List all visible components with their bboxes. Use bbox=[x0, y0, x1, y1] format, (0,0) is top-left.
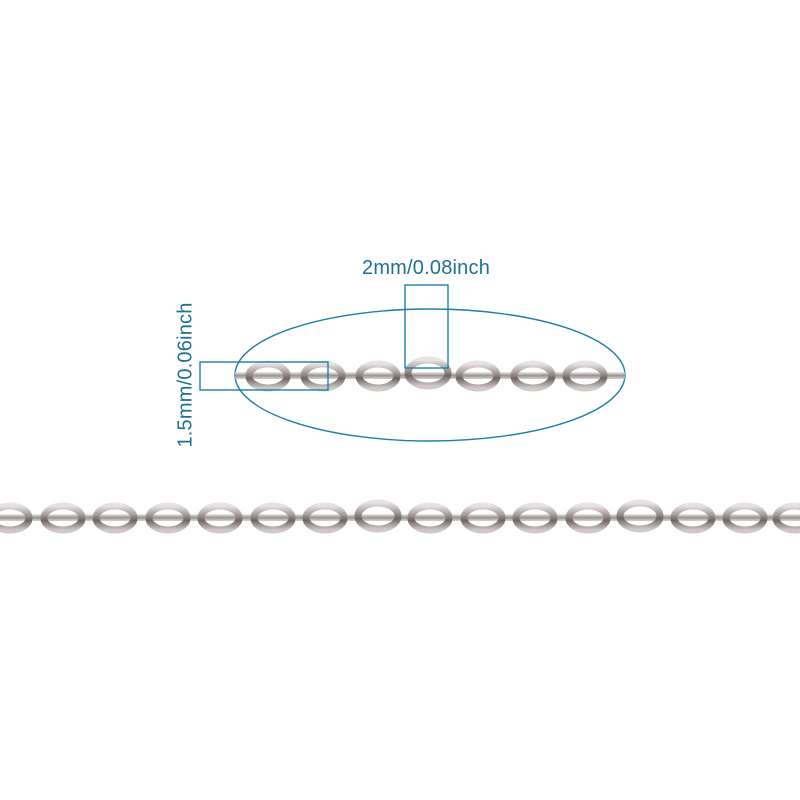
thickness-dimension-box bbox=[199, 361, 329, 391]
width-dimension-box bbox=[404, 284, 449, 369]
link-width-label: 2mm/0.08inch bbox=[362, 257, 491, 279]
link-thickness-label: 1.5mm/0.06inch bbox=[174, 302, 197, 448]
detail-chain bbox=[235, 356, 625, 392]
full-chain bbox=[0, 499, 800, 534]
